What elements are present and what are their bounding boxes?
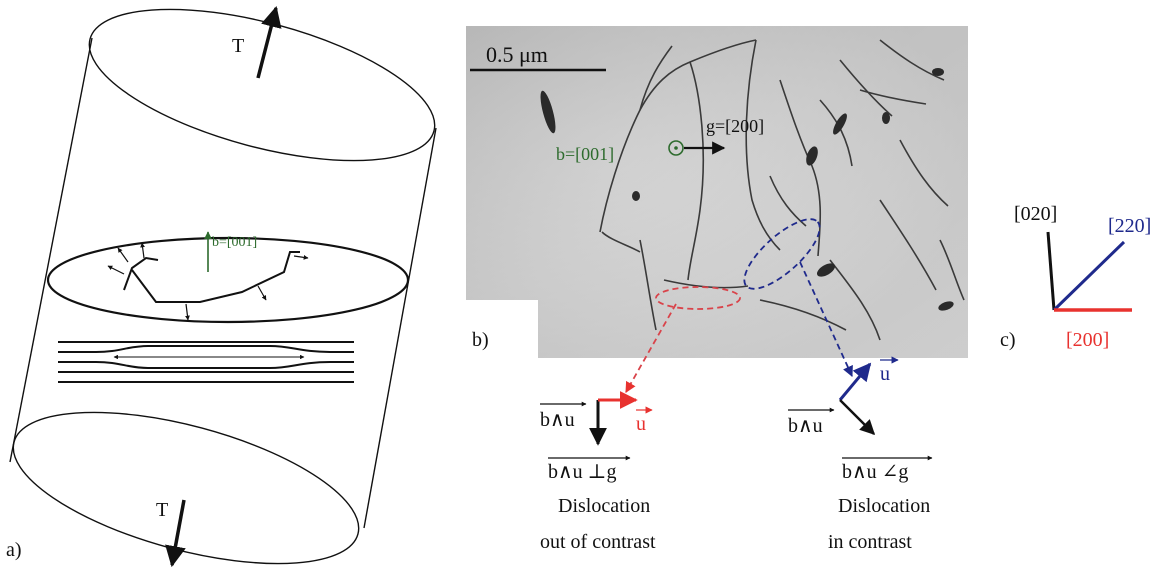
right-u-label: u: [880, 363, 890, 385]
right-caption-line1: Dislocation: [838, 495, 930, 517]
right-b-wedge-u-label: b∧u: [788, 415, 823, 437]
burgers-out-of-plane-symbol: [668, 140, 684, 156]
left-u-label: u: [636, 413, 646, 435]
burgers-label-b: b=[001]: [556, 144, 614, 164]
dislocation-loop: [107, 242, 309, 321]
panel-a-cylinder: [9, 8, 437, 565]
right-relation-label: b∧u ∠g: [842, 461, 908, 483]
g-vector-label: g=[200]: [706, 116, 764, 136]
red-dashed-ellipse: [655, 286, 741, 310]
left-b-wedge-u-label: b∧u: [540, 409, 575, 431]
left-caption-line2: out of contrast: [540, 531, 656, 553]
slip-band-lines: [58, 341, 354, 383]
inset-in-contrast: [788, 356, 933, 461]
right-caption-line2: in contrast: [828, 531, 912, 553]
tension-arrow-bottom: [165, 499, 186, 568]
red-pointer-arrow: [625, 303, 677, 393]
axis-220: [1052, 240, 1126, 312]
blue-pointer-arrow: [799, 261, 853, 377]
cylinder-left-side: [9, 37, 93, 463]
axis-020: [1046, 231, 1056, 311]
cylinder-bottom-ellipse: [12, 411, 360, 565]
axis-220-label: [220]: [1108, 215, 1151, 237]
crystal-axes: [1046, 231, 1132, 312]
scale-bar-label: 0.5 μm: [486, 42, 548, 67]
cylinder-top-ellipse: [88, 8, 436, 162]
tension-arrow-top: [256, 5, 282, 79]
axis-200-label: [200]: [1066, 329, 1109, 351]
left-caption-line1: Dislocation: [558, 495, 650, 517]
slip-plane-ellipse: [46, 236, 410, 324]
panel-a-label: a): [6, 539, 22, 561]
tension-label-bottom: T: [156, 499, 168, 521]
panel-c-label: c): [1000, 329, 1016, 351]
panel-b-label: b): [472, 329, 489, 351]
inset-out-of-contrast: [540, 391, 653, 461]
tension-label-top: T: [232, 35, 244, 57]
left-relation-label: b∧u ⊥g: [548, 461, 616, 483]
tem-micrograph: [466, 26, 968, 358]
cylinder-right-side: [363, 127, 437, 529]
blue-dashed-ellipse: [743, 218, 821, 290]
axis-020-label: [020]: [1014, 203, 1057, 225]
burgers-label-a: b=[001]: [212, 235, 257, 250]
